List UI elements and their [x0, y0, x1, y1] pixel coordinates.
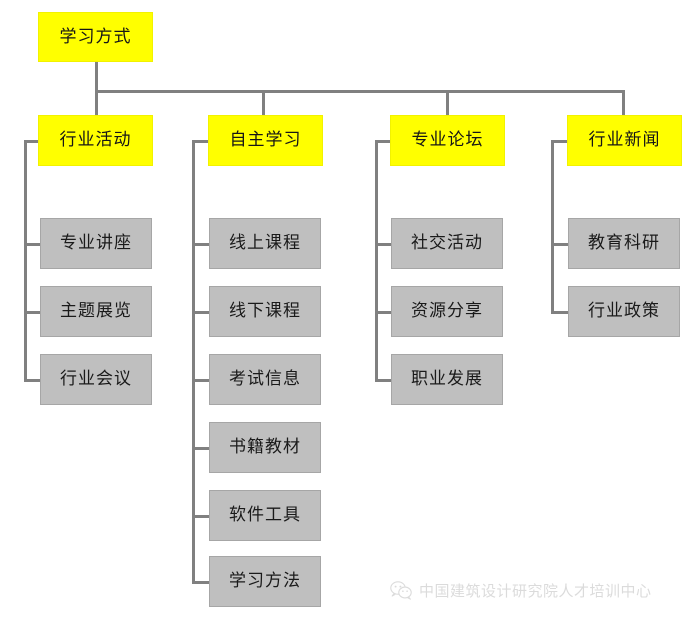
connector-stub-0-2	[24, 379, 40, 382]
connector-spine-0	[24, 140, 27, 381]
node-leaf-resource-sharing[interactable]: 资源分享	[391, 286, 503, 337]
connector-stub-2-0	[375, 243, 391, 246]
watermark-text: 中国建筑设计研究院人才培训中心	[419, 582, 652, 600]
connector-spine-2	[375, 140, 378, 381]
node-leaf-industry-policy[interactable]: 行业政策	[568, 286, 680, 337]
node-branch-self-study[interactable]: 自主学习	[208, 115, 323, 166]
connector-stub-1-3	[192, 447, 209, 450]
connector-stub-0-parent	[24, 140, 40, 143]
connector-branch-stem-1	[262, 90, 265, 115]
connector-stub-2-parent	[375, 140, 391, 143]
node-leaf-offline-course[interactable]: 线下课程	[209, 286, 321, 337]
node-leaf-education-research[interactable]: 教育科研	[568, 218, 680, 269]
node-leaf-books-materials[interactable]: 书籍教材	[209, 422, 321, 473]
connector-stub-2-1	[375, 311, 391, 314]
node-leaf-career-development[interactable]: 职业发展	[391, 354, 503, 405]
node-leaf-online-course[interactable]: 线上课程	[209, 218, 321, 269]
connector-stub-1-5	[192, 581, 209, 584]
connector-stub-1-parent	[192, 140, 209, 143]
node-leaf-theme-exhibition[interactable]: 主题展览	[40, 286, 152, 337]
watermark: 中国建筑设计研究院人才培训中心	[390, 580, 652, 601]
node-leaf-exam-info[interactable]: 考试信息	[209, 354, 321, 405]
node-branch-industry-activities[interactable]: 行业活动	[38, 115, 153, 166]
connector-branch-stem-3	[622, 90, 625, 115]
connector-stub-3-0	[551, 243, 568, 246]
connector-stub-0-1	[24, 311, 40, 314]
connector-stub-3-parent	[551, 140, 568, 143]
node-leaf-software-tools[interactable]: 软件工具	[209, 490, 321, 541]
connector-stub-1-2	[192, 379, 209, 382]
connector-stub-1-1	[192, 311, 209, 314]
connector-stub-2-2	[375, 379, 391, 382]
node-root[interactable]: 学习方式	[38, 12, 153, 62]
connector-branch-stem-2	[446, 90, 449, 115]
node-branch-industry-news[interactable]: 行业新闻	[567, 115, 682, 166]
connector-stub-0-0	[24, 243, 40, 246]
connector-stub-1-0	[192, 243, 209, 246]
connector-branch-stem-0	[95, 90, 98, 115]
node-leaf-study-methods[interactable]: 学习方法	[209, 556, 321, 607]
node-leaf-social-activities[interactable]: 社交活动	[391, 218, 503, 269]
node-branch-professional-forum[interactable]: 专业论坛	[390, 115, 505, 166]
connector-root-stem	[95, 62, 98, 92]
connector-stub-3-1	[551, 311, 568, 314]
connector-stub-1-4	[192, 515, 209, 518]
wechat-icon	[390, 581, 412, 600]
connector-spine-3	[551, 140, 554, 313]
connector-spine-1	[192, 140, 195, 583]
node-leaf-industry-conference[interactable]: 行业会议	[40, 354, 152, 405]
connector-root-bus	[95, 90, 625, 93]
node-leaf-professional-lecture[interactable]: 专业讲座	[40, 218, 152, 269]
